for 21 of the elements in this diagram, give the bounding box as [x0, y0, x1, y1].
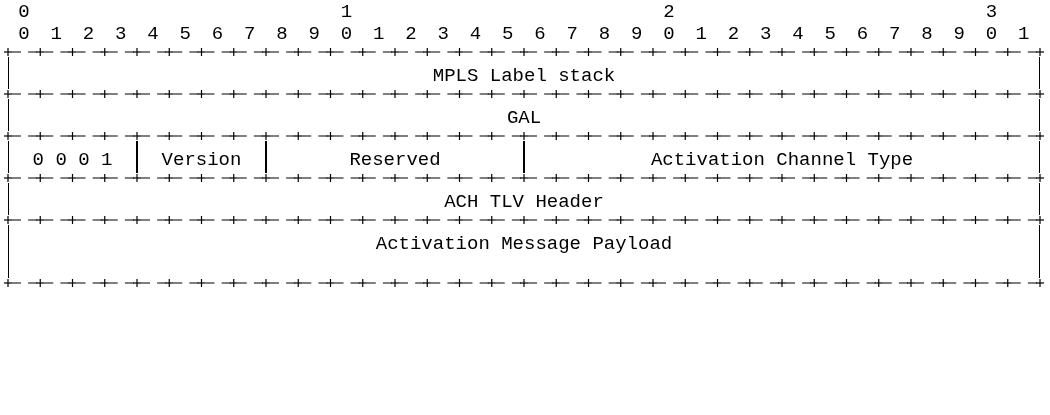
field-name: MPLS Label stack: [432, 65, 616, 87]
packet-field: [137, 141, 266, 173]
packet-field: [266, 141, 524, 173]
bit-decade-number: 0: [18, 2, 30, 22]
packet-field: [8, 99, 1040, 131]
packet-field: [8, 183, 1040, 215]
packet-field: [8, 225, 1040, 278]
field-name: ACH TLV Header: [444, 191, 604, 213]
field-name: Reserved: [349, 149, 441, 171]
field-name: Activation Message Payload: [375, 233, 673, 255]
packet-field: [8, 141, 137, 173]
field-name: Activation Channel Type: [650, 149, 914, 171]
bit-decade-number: 3: [985, 2, 998, 22]
packet-field: [8, 57, 1040, 89]
packet-field: [524, 141, 1040, 173]
bit-decade-number: 2: [663, 2, 675, 22]
field-name: 0 0 0 1: [32, 149, 113, 171]
field-name: Version: [161, 149, 242, 171]
bit-number-row: 0 1 2 3 4 5 6 7 8 9 0 1 2 3 4 5 6 7 8 9 0 1 2 3 4 5 6 7 8 9 0 1: [18, 24, 1035, 44]
field-name: GAL: [506, 107, 542, 129]
bit-decade-number: 1: [340, 2, 353, 22]
